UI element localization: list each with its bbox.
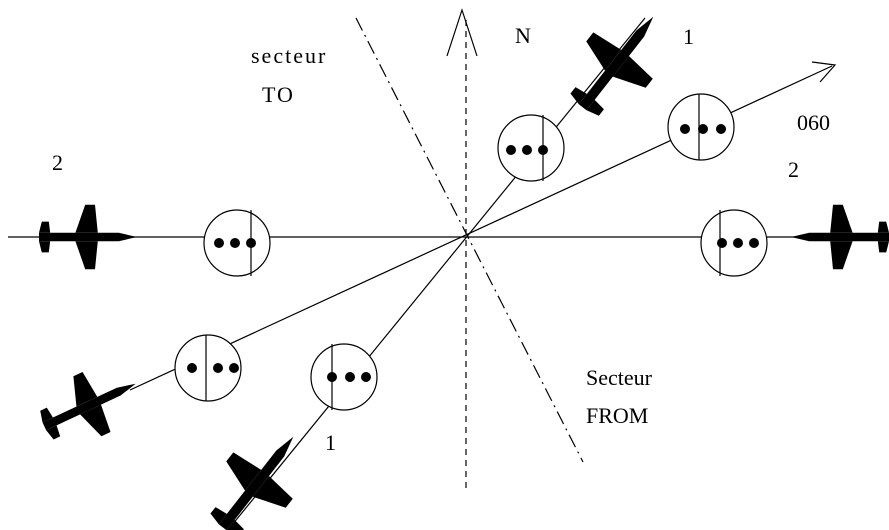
diagonal-track-line — [231, 17, 646, 526]
indicator-lower-060 — [174, 334, 242, 402]
sector-from-label-line1: Secteur — [586, 365, 653, 390]
aircraft-1-top-icon — [550, 0, 684, 134]
indicator-lower-diagonal — [310, 343, 378, 411]
aircraft-lower-060-icon — [27, 353, 150, 458]
radial-060-label: 060 — [797, 110, 830, 135]
indicator-upper-diagonal — [497, 114, 565, 182]
sector-to-label-line1: secteur — [251, 43, 327, 68]
north-arrowhead — [446, 8, 478, 57]
aircraft-1-top-label: 1 — [683, 24, 694, 49]
indicator-left-horizontal — [203, 209, 271, 277]
sector-from-label-line2: FROM — [586, 403, 648, 428]
sector-to-label-line2: TO — [262, 82, 295, 107]
aircraft-2-left-label: 2 — [52, 150, 63, 175]
sector-boundary-line — [355, 17, 584, 463]
aircraft-1-bottom-label: 1 — [325, 430, 336, 455]
aircraft-2-left-icon — [36, 204, 138, 270]
radial-060-arrowhead — [811, 61, 837, 83]
aircraft-2-right-icon — [791, 204, 889, 270]
aircraft-1-bottom-icon — [190, 413, 324, 530]
north-label: N — [515, 23, 531, 48]
aircraft-2-right-label: 2 — [788, 157, 799, 182]
indicator-upper-060 — [667, 93, 735, 161]
indicator-right-horizontal — [700, 209, 768, 277]
